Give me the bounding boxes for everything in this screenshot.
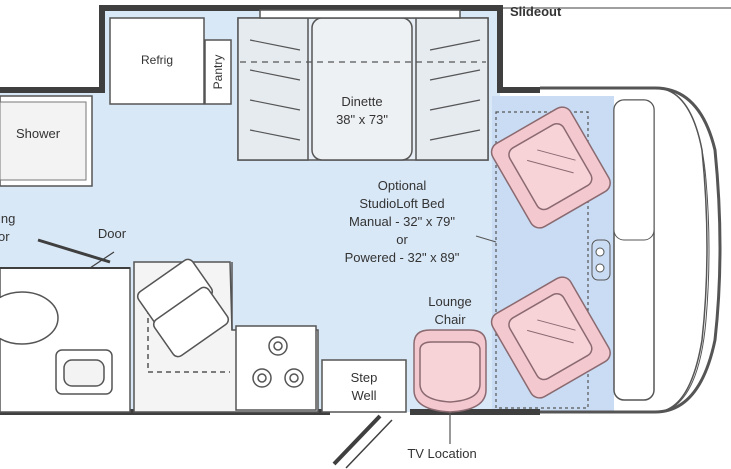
bed-label-3: Manual - 32" x 79" bbox=[349, 214, 455, 229]
bed-pointer bbox=[475, 235, 497, 243]
entry-door bbox=[332, 414, 393, 469]
bathroom bbox=[0, 267, 131, 413]
bed-label-5: Powered - 32" x 89" bbox=[345, 250, 460, 265]
step-label-1: Step bbox=[351, 370, 378, 385]
dinette-name: Dinette bbox=[341, 94, 382, 109]
step-label-2: Well bbox=[351, 388, 376, 403]
shower-label: Shower bbox=[16, 126, 61, 141]
bed-label-1: Optional bbox=[378, 178, 427, 193]
lounge-label-1: Lounge bbox=[428, 294, 471, 309]
dinette bbox=[237, 9, 489, 161]
folding-door-label-2: or bbox=[0, 229, 10, 244]
cab-front bbox=[540, 86, 722, 414]
dinette-bed-markers bbox=[240, 39, 486, 141]
galley-sink bbox=[136, 258, 230, 358]
step-well bbox=[321, 359, 407, 413]
cab-seat-top bbox=[490, 106, 611, 229]
pantry-label: Pantry bbox=[211, 55, 225, 90]
slideout-label: Slideout bbox=[510, 4, 562, 19]
dinette-size: 38" x 73" bbox=[336, 112, 388, 127]
lounge-chair bbox=[413, 329, 487, 413]
cab-seat-bottom bbox=[490, 276, 611, 399]
refrig-unit bbox=[109, 17, 205, 105]
bed-label-4: or bbox=[396, 232, 408, 247]
folding-door-label-1: ing bbox=[0, 211, 15, 226]
shower-pan bbox=[0, 101, 87, 181]
door-label: Door bbox=[98, 226, 127, 241]
pantry-unit bbox=[204, 39, 232, 105]
bath-door bbox=[0, 238, 130, 269]
tv-location-label: TV Location bbox=[407, 446, 476, 461]
bed-label-2: StudioLoft Bed bbox=[359, 196, 444, 211]
studioloft-bed-outline bbox=[495, 111, 589, 409]
refrig-label: Refrig bbox=[141, 53, 173, 67]
lounge-label-2: Chair bbox=[434, 312, 466, 327]
